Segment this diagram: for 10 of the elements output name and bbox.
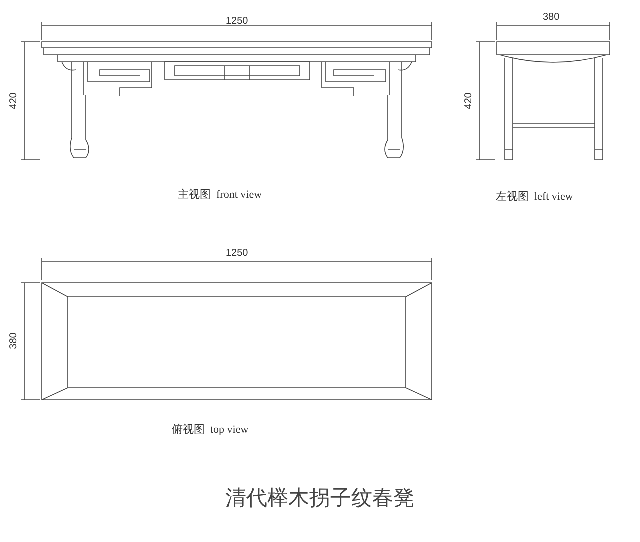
dimension-label: 420 <box>9 92 20 110</box>
dimension-label: 380 <box>543 13 560 23</box>
view-caption: 主视图 front view <box>178 190 262 201</box>
dimension-label: 420 <box>464 92 474 110</box>
dimension-label: 1250 <box>226 249 248 259</box>
view-caption: 左视图 left view <box>496 192 574 203</box>
dimension-label: 1250 <box>226 17 248 27</box>
title: 清代榉木拐子纹春凳 <box>224 488 416 509</box>
dimension-label: 380 <box>9 332 20 350</box>
view-caption: 俯视图 top view <box>172 425 249 436</box>
